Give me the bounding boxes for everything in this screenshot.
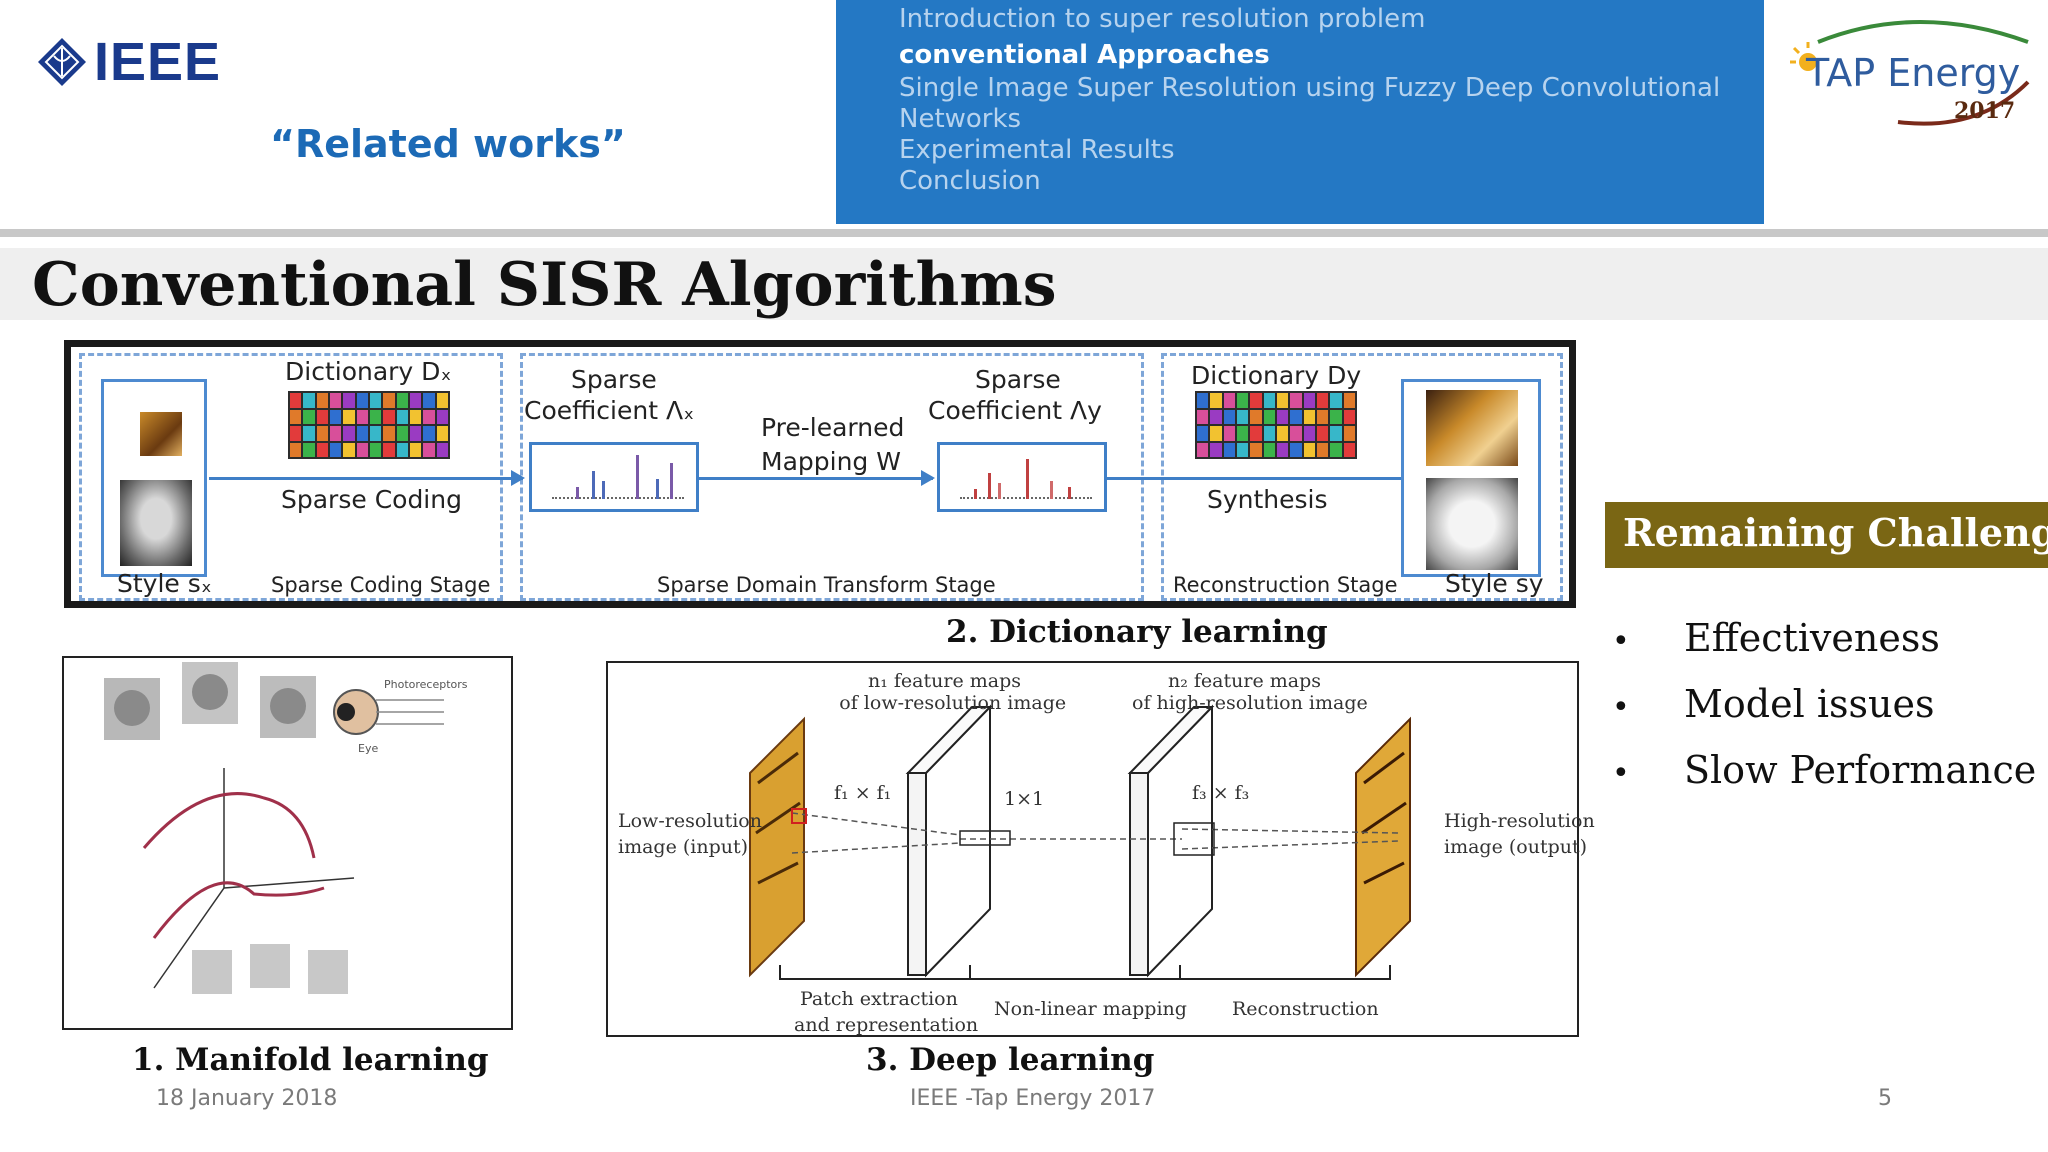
swoosh-green-icon (1817, 20, 2029, 44)
ieee-logo: IEEE (36, 28, 256, 96)
footer-date: 18 January 2018 (156, 1086, 338, 1111)
bullet-icon: • (1612, 690, 1630, 725)
low-res-label-2: image (input) (618, 836, 749, 858)
style-x-label: Style sₓ (117, 569, 212, 598)
feature-map-n2-icon (1127, 704, 1215, 978)
manifold-curve-upper (142, 792, 316, 859)
sun-icon (1790, 42, 1817, 71)
n2-label-2: of high-resolution image (1132, 692, 1368, 714)
dictionary-y-grid (1195, 391, 1357, 459)
challenges-heading-box: Remaining Challenges (1605, 502, 2048, 568)
mapping-label-1: Pre-learned (761, 413, 905, 442)
challenge-item: •Effectiveness (1612, 616, 1940, 660)
sparse-x-label-2: Coefficient Λₓ (524, 396, 695, 425)
sparse-y-label-2: Coefficient Λy (928, 396, 1102, 425)
header-divider (0, 229, 2048, 237)
manifold-learning-figure: Photoreceptors Eye (62, 656, 513, 1030)
manifold-curve-lower (152, 881, 325, 939)
bullet-icon: • (1612, 756, 1630, 791)
agenda-item-results[interactable]: Experimental Results (899, 135, 1175, 165)
patch-f3-icon (1173, 822, 1215, 856)
small-face-icons (192, 944, 348, 994)
patch-1x1-icon (959, 830, 1011, 846)
agenda-item-networks[interactable]: Networks (899, 104, 1022, 134)
swoosh-brown-icon (1897, 80, 2030, 126)
bullet-icon: • (1612, 624, 1630, 659)
f3-label: f₃ × f₃ (1192, 782, 1250, 804)
dictionary-learning-figure: Style sₓ Dictionary Dₓ Sparse Coding Spa… (64, 340, 1576, 608)
sparse-y-coefficient-box (937, 442, 1107, 512)
output-image-box (1401, 379, 1541, 577)
patch-extraction-label-1: Patch extraction (800, 988, 958, 1010)
projection-lines (791, 812, 1399, 854)
low-res-label-1: Low-resolution (618, 810, 762, 832)
page-number: 5 (1878, 1086, 1892, 1111)
agenda-item-conventional[interactable]: conventional Approaches (899, 40, 1270, 70)
low-res-butterfly-icon (749, 716, 805, 978)
agenda-panel: Introduction to super resolution problem… (836, 0, 1764, 224)
tap-energy-logo: TAP Energy 2017 (1778, 12, 2036, 132)
challenge-item: •Slow Performance (1612, 748, 2037, 792)
sparse-x-label-1: Sparse (571, 365, 657, 394)
ieee-logo-text: IEEE (94, 32, 222, 92)
butterfly-patch-icon (140, 412, 182, 456)
high-res-label-1: High-resolution (1444, 810, 1595, 832)
challenge-item: •Model issues (1612, 682, 1935, 726)
reconstruction-label: Reconstruction (1232, 998, 1379, 1020)
input-image-box (101, 379, 207, 577)
agenda-item-sisr-fuzzy[interactable]: Single Image Super Resolution using Fuzz… (899, 73, 1721, 103)
nonlinear-mapping-label: Non-linear mapping (994, 998, 1187, 1020)
dictionary-x-grid (288, 391, 450, 459)
eye-icon (333, 689, 379, 735)
footer-center-text: IEEE -Tap Energy 2017 (910, 1086, 1156, 1111)
title-band (0, 248, 2048, 320)
sparse-x-coefficient-box (529, 442, 699, 512)
ieee-diamond-icon (38, 38, 86, 86)
section-subtitle: “Related works” (270, 122, 626, 166)
high-res-label-2: image (output) (1444, 836, 1588, 858)
f1-label: f₁ × f₁ (834, 782, 892, 804)
arrow-mapping (699, 470, 935, 486)
arrow-to-sparse-x (209, 470, 525, 486)
synthesis-label: Synthesis (1207, 485, 1328, 514)
photoreceptor-lines (376, 699, 444, 725)
slide-title: Conventional SISR Algorithms (32, 250, 1057, 320)
caption-dictionary-learning: 2. Dictionary learning (946, 614, 1328, 650)
challenges-heading: Remaining Challenges (1623, 510, 2048, 555)
stage-2-label: Sparse Domain Transform Stage (657, 573, 996, 597)
eye-label: Eye (358, 742, 378, 755)
caption-deep-learning: 3. Deep learning (866, 1042, 1155, 1078)
high-res-butterfly-icon (1355, 716, 1411, 978)
agenda-item-introduction[interactable]: Introduction to super resolution problem (899, 4, 1426, 34)
stage-3-label: Reconstruction Stage (1173, 573, 1398, 597)
agenda-item-conclusion[interactable]: Conclusion (899, 166, 1041, 196)
face-thumbnail-icons (104, 662, 316, 740)
n2-label-1: n₂ feature maps (1168, 670, 1321, 692)
deep-learning-figure: n₁ feature maps of low-resolution image … (606, 661, 1595, 1037)
face-sketch-icon (1426, 478, 1518, 570)
patch-f1-icon (791, 808, 807, 824)
sparse-coding-label: Sparse Coding (281, 485, 462, 514)
sparse-y-label-1: Sparse (975, 365, 1061, 394)
n1-label-2: of low-resolution image (839, 692, 1067, 714)
mapping-label-2: Mapping W (761, 447, 901, 476)
face-photo-icon (120, 480, 192, 566)
feature-map-n1-icon (905, 704, 993, 978)
one-by-one-label: 1×1 (1004, 788, 1045, 810)
patch-extraction-label-2: and representation (794, 1014, 979, 1036)
dictionary-y-label: Dictionary Dy (1191, 361, 1362, 390)
caption-manifold-learning: 1. Manifold learning (132, 1042, 489, 1078)
stage-brackets (779, 965, 1391, 980)
butterfly-output-icon (1426, 390, 1518, 466)
style-y-label: Style sy (1445, 569, 1544, 598)
n1-label-1: n₁ feature maps (868, 670, 1021, 692)
tap-year: 2017 (1954, 98, 2015, 124)
stage-1-label: Sparse Coding Stage (271, 573, 491, 597)
tap-text: TAP Energy (1805, 51, 2020, 95)
photoreceptors-label: Photoreceptors (384, 678, 468, 691)
dictionary-x-label: Dictionary Dₓ (285, 357, 452, 386)
